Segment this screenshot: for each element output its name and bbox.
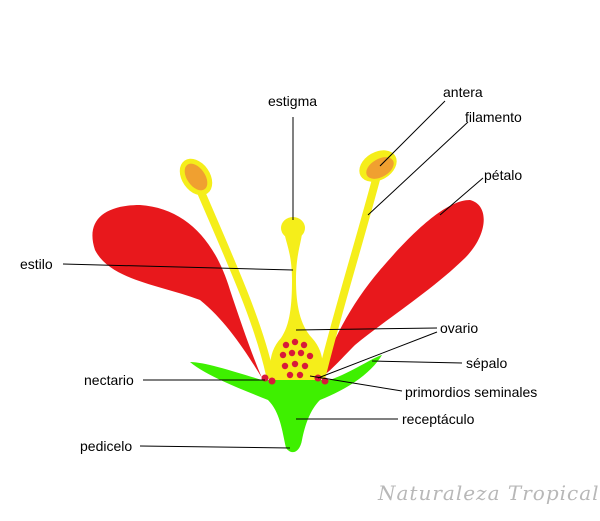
left-petal (92, 205, 262, 378)
pistil (270, 220, 323, 380)
label-estigma: estigma (268, 93, 317, 109)
leader-antera (379, 100, 446, 167)
label-receptaculo: receptáculo (402, 411, 475, 427)
leader-pedicelo (139, 445, 291, 449)
ovules (279, 338, 314, 379)
leader-ovario-2 (317, 331, 438, 379)
label-primordios: primordios seminales (405, 384, 537, 400)
watermark: Naturaleza Tropical (377, 481, 600, 505)
right-filament (318, 168, 382, 379)
stigma (281, 217, 305, 239)
leader-ovario-1 (295, 327, 438, 331)
left-anther (179, 158, 213, 196)
leader-sepalo (371, 360, 463, 364)
leader-filamento (367, 121, 469, 216)
leader-primordios (309, 375, 403, 392)
left-filament (194, 181, 274, 379)
leader-estilo (62, 263, 294, 271)
label-antera: antera (443, 84, 483, 100)
label-filamento: filamento (465, 109, 522, 125)
right-petal (320, 200, 484, 378)
label-ovario: ovario (440, 320, 478, 336)
label-petalo: pétalo (484, 167, 522, 183)
receptacle-and-sepals (190, 355, 382, 453)
leader-petalo (439, 177, 484, 216)
label-nectario: nectario (84, 372, 134, 388)
nectaries (261, 374, 329, 385)
label-estilo: estilo (20, 256, 53, 272)
label-sepalo: sépalo (466, 355, 507, 371)
label-pedicelo: pedicelo (80, 438, 132, 454)
